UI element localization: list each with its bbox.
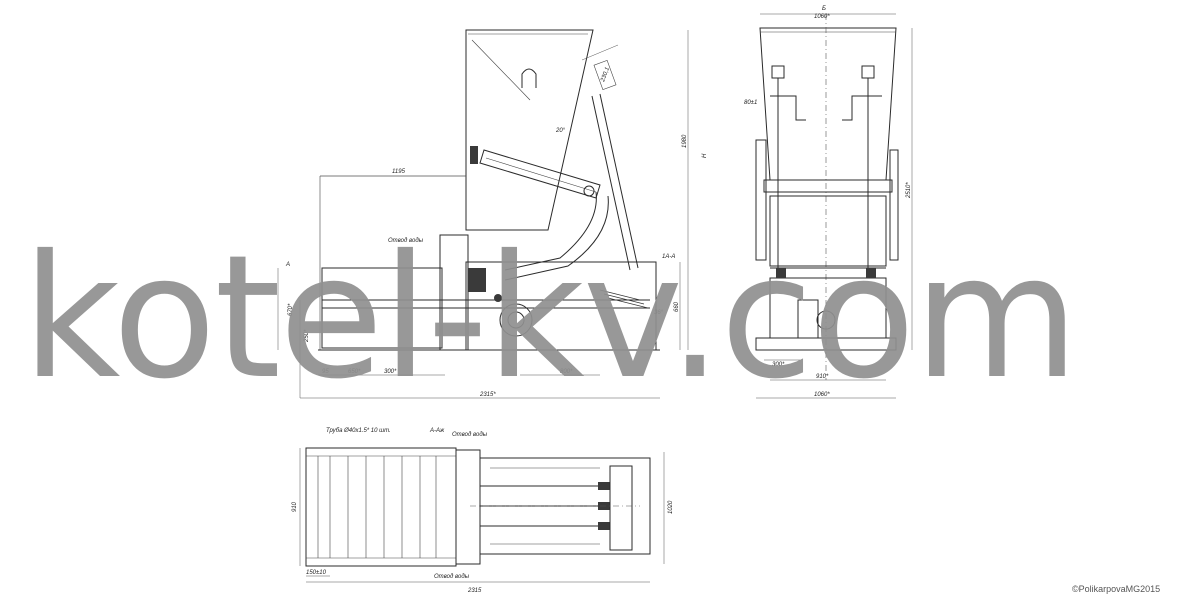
- label-section-right: 1А-А: [662, 254, 675, 260]
- front-dim-width-bottom: 1060*: [814, 392, 830, 398]
- plan-label-water-bottom: Отвод воды: [434, 574, 470, 580]
- front-dim-80: 80±1: [744, 100, 757, 106]
- side-view: 1195 1980 Н 660 2315* 95 650* 300* 800* …: [277, 29, 708, 399]
- dim-len-a: 95: [322, 369, 329, 375]
- front-dim-small: 300*: [772, 362, 785, 368]
- dim-width-top: 1195: [392, 169, 406, 175]
- front-dim-label-b: Б: [822, 6, 826, 12]
- dim-h-a: 670*: [288, 303, 294, 316]
- front-dim-height: 2510*: [906, 182, 912, 199]
- copyright-text: ©PolikarpovaMG2015: [1072, 584, 1160, 594]
- plan-label-water-top: Отвод воды: [452, 432, 488, 438]
- dim-h-label: Н: [702, 153, 708, 158]
- front-dim-width-top: 1060*: [814, 14, 830, 20]
- dim-angle-a: 230,1: [600, 67, 611, 84]
- plan-dim-width-right: 1020: [668, 500, 674, 514]
- dim-len-b: 650*: [348, 369, 361, 375]
- label-water-out: Отвод воды: [388, 238, 424, 244]
- plan-dim-length: 2315: [467, 588, 482, 594]
- dim-length-total: 2315*: [479, 392, 496, 398]
- dim-len-c: 300*: [384, 369, 397, 375]
- dim-height-total: 1980: [682, 134, 688, 148]
- plan-label-section: А-Аж: [429, 428, 445, 434]
- label-section-mark: А: [285, 262, 290, 268]
- dim-len-d: 800*: [560, 369, 573, 375]
- dim-h-b: 250*: [304, 329, 310, 343]
- plan-view: 2315 910 1020 150±10 Труба Ø40х1.5* 10 ш…: [292, 428, 674, 594]
- plan-label-pipe: Труба Ø40х1.5* 10 шт.: [326, 428, 391, 434]
- watermark-text: kotel-kv.com: [22, 219, 1077, 417]
- dim-angle-b: 20°: [555, 128, 566, 134]
- dim-tilt: 36°: [654, 310, 664, 316]
- plan-dim-offset: 150±10: [306, 570, 327, 576]
- dim-height-base: 660: [674, 301, 680, 312]
- front-view: Б 1060* 2510* 910* 1060* 300* 80±1: [744, 6, 913, 399]
- front-dim-width-mid: 910*: [816, 374, 829, 380]
- plan-dim-width-left: 910: [292, 501, 298, 512]
